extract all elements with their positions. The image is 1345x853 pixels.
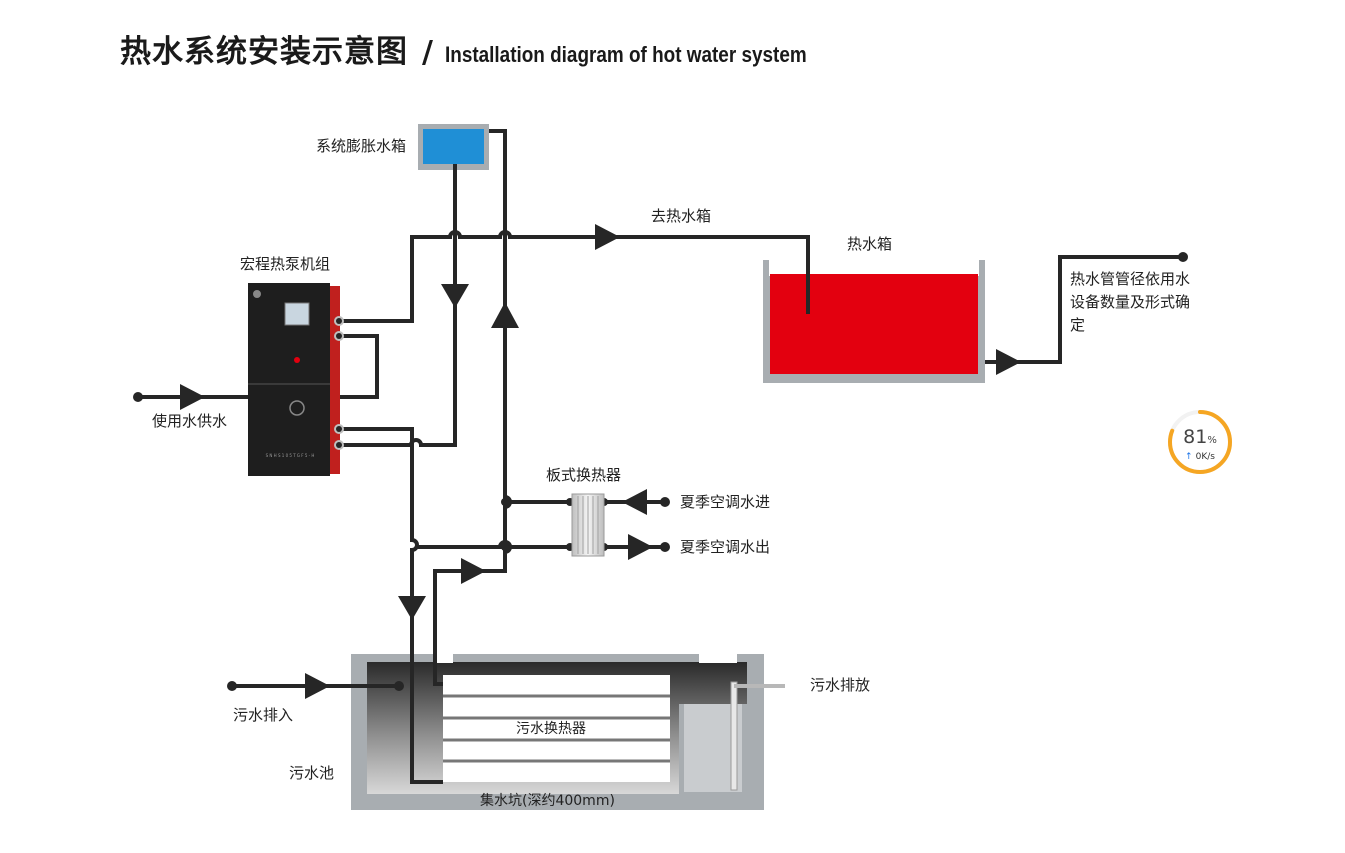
hot-water-tank (763, 260, 985, 383)
unit-model-text: S N H S 1 0 5 T G F 5 - H (266, 453, 315, 458)
arrow-up-return (491, 302, 519, 328)
label-ac-water-out: 夏季空调水出 (680, 538, 771, 556)
unit-indicator (294, 357, 300, 363)
pipe-plate-out (417, 540, 570, 549)
label-sewage-outlet: 污水排放 (810, 676, 871, 694)
network-speed-widget[interactable]: 81% ↑0K/s (1167, 409, 1233, 475)
label-sewage-pool: 污水池 (289, 764, 335, 782)
arrow-right-to-pool (461, 558, 486, 584)
arrow-right-ac-out (628, 534, 653, 560)
pipe-expansion-return (433, 129, 512, 686)
overflow-pipe (730, 681, 738, 791)
unit-logo (289, 400, 305, 416)
label-heat-pump-unit: 宏程热泵机组 (240, 255, 331, 273)
pipe-return-down (340, 427, 443, 784)
arrow-up-icon: ↑ (1185, 452, 1193, 462)
label-ac-water-in: 夏季空调水进 (680, 493, 771, 511)
sewage-heat-exchanger (443, 675, 670, 782)
label-sewage-inlet: 污水排入 (233, 706, 294, 724)
unit-screen (284, 302, 310, 326)
pipe-expansion-down (340, 164, 457, 447)
unit-brand-mark (253, 290, 261, 298)
title-chinese: 热水系统安装示意图 (120, 34, 408, 70)
label-pipe-note: 热水管管径依用水设备数量及形式确定 (1070, 270, 1191, 334)
widget-speed: ↑0K/s (1185, 452, 1215, 462)
heat-pump-unit: S N H S 1 0 5 T G F 5 - H (248, 283, 344, 476)
arrow-down-sewage-return (398, 596, 426, 620)
arrow-right-sewage-in (305, 673, 330, 699)
widget-percent: 81% (1183, 426, 1217, 448)
label-expansion-tank: 系统膨胀水箱 (316, 137, 407, 155)
title-english: Installation diagram of hot water system (444, 42, 807, 67)
pool-rim-gap-left (437, 654, 453, 663)
expansion-tank (418, 124, 489, 170)
pipe-hot-outlet (985, 255, 1183, 364)
label-plate-exchanger: 板式换热器 (546, 466, 622, 484)
title-separator: / (422, 35, 433, 70)
plate-heat-exchanger (571, 493, 605, 557)
label-hot-tank: 热水箱 (847, 235, 893, 253)
arrow-right-hot-outlet (996, 349, 1021, 375)
arrow-left-ac-in (622, 489, 647, 515)
label-sewage-exchanger: 污水换热器 (516, 721, 586, 737)
pipes (138, 129, 1183, 784)
pool-rim-gap-right (699, 654, 737, 663)
arrow-right-use-water (180, 384, 205, 410)
page-title: 热水系统安装示意图 / Installation diagram of hot … (120, 26, 866, 71)
label-sump: 集水坑(深约400mm) (480, 793, 615, 809)
arrow-right-hot-supply (595, 224, 620, 250)
flow-arrows (180, 224, 1021, 699)
pipe-hot-supply (340, 230, 810, 323)
hot-water-fill (770, 274, 978, 374)
progress-ring (1168, 410, 1232, 474)
label-use-water-supply: 使用水供水 (152, 412, 228, 430)
label-to-hot-tank: 去热水箱 (651, 207, 712, 225)
arrow-down-expansion (441, 284, 469, 308)
